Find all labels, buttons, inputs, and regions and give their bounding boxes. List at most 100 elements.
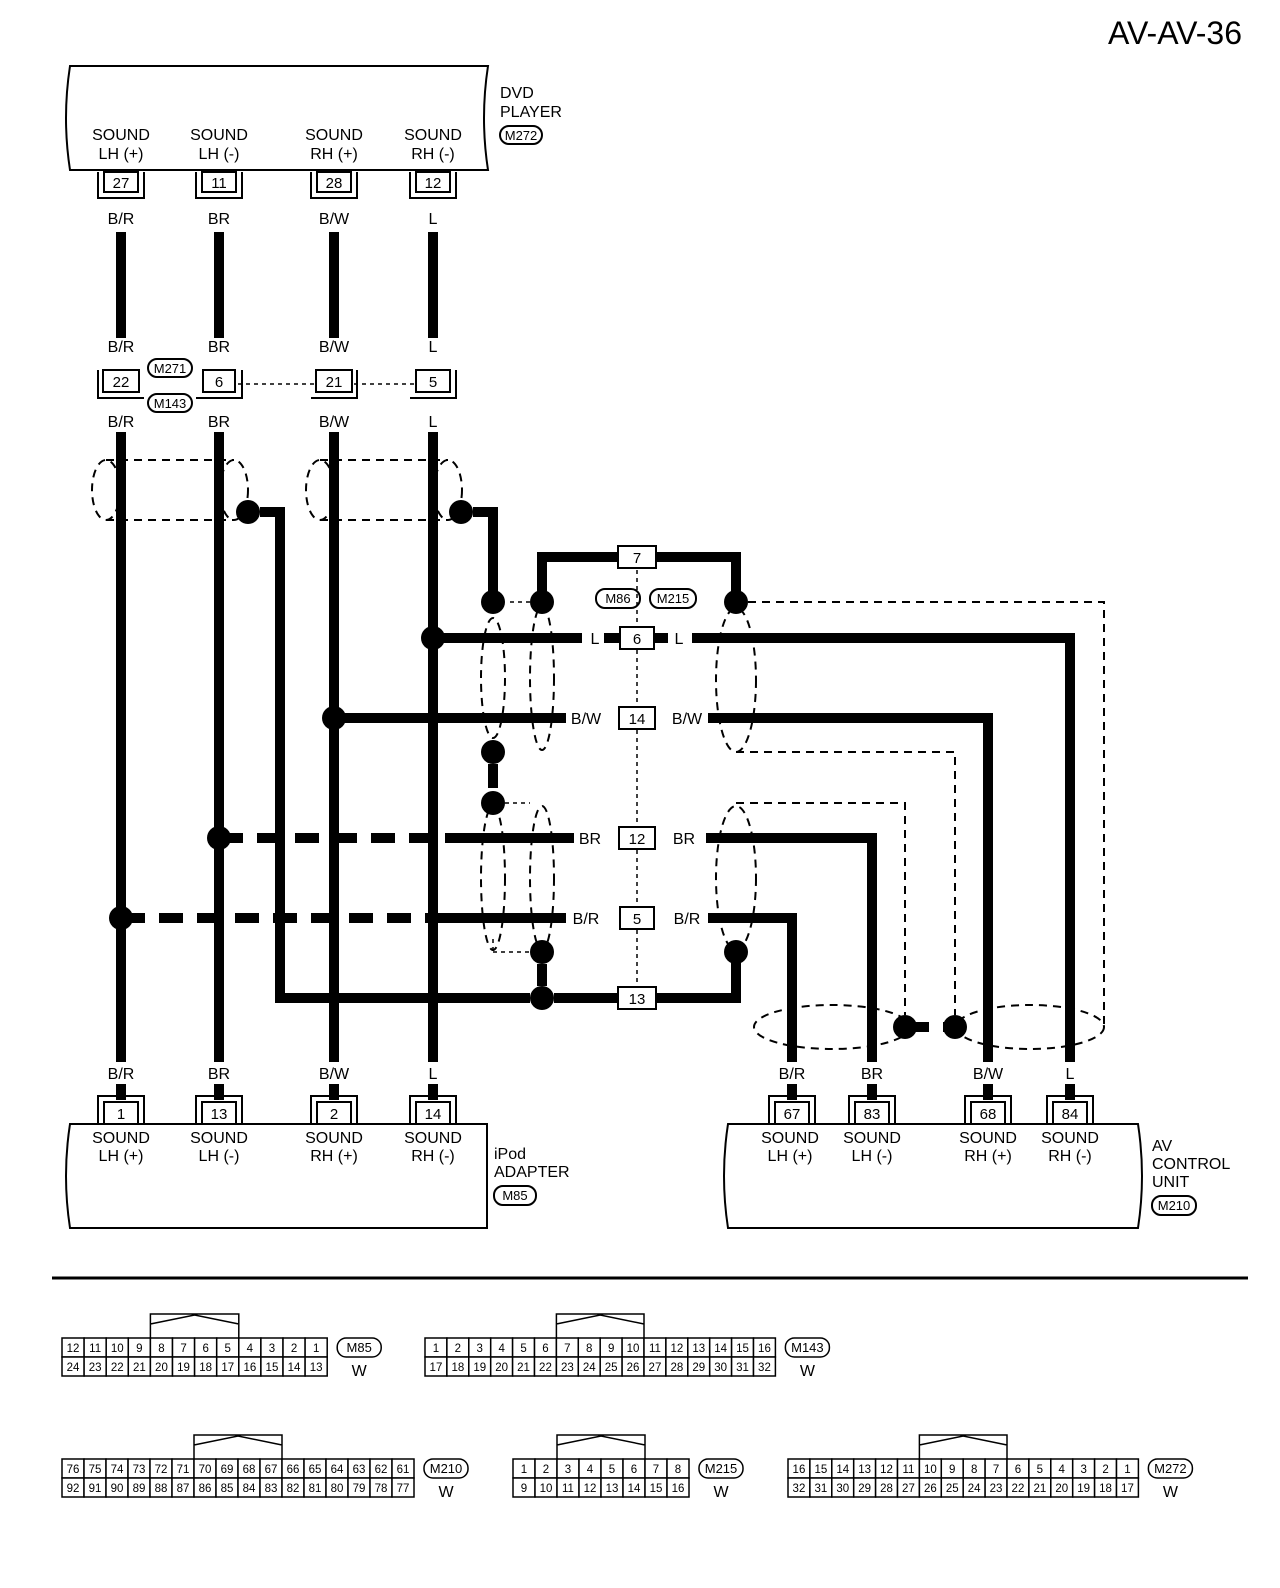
connector-pin-number: 5 (1037, 1464, 1043, 1476)
wire-label: B/W (319, 211, 350, 228)
connector-pin-number: 19 (177, 1362, 190, 1374)
dvd-pin-28: 28 (326, 175, 343, 192)
connector-cavity (304, 1356, 328, 1377)
inline-connector-id-2: M143 (154, 396, 187, 411)
ipod-term-line1: SOUND (404, 1130, 462, 1147)
dvd-term-3-line1: SOUND (305, 127, 363, 144)
connector-pin-number: 16 (243, 1362, 256, 1374)
connector-pin-number: 15 (736, 1343, 749, 1355)
drain-wires (260, 507, 530, 1003)
connector-pin-number: 5 (520, 1343, 526, 1355)
junction-right-color: L (675, 631, 684, 648)
connector-pin-number: 63 (353, 1464, 366, 1476)
connector-pin-number: 9 (136, 1343, 142, 1355)
connector-pin-number: 29 (858, 1483, 871, 1495)
connector-pin-number: 13 (692, 1343, 705, 1355)
connector-face-id: M143 (791, 1340, 824, 1355)
junction-pin: 5 (633, 911, 641, 928)
connector-id-oval (336, 1337, 382, 1358)
connector-pin-number: 69 (221, 1464, 234, 1476)
connector-id-oval (784, 1337, 831, 1358)
connector-pin-number: 6 (631, 1464, 637, 1476)
ipod-term-line2: RH (+) (310, 1148, 358, 1165)
connector-pin-number: 64 (331, 1464, 344, 1476)
connector-pin-number: 77 (397, 1483, 410, 1495)
wire-color-labels-top: B/R BR B/W L B/R BR B/W L B/R BR B/W L (108, 211, 438, 431)
connector-pin-number: 11 (902, 1464, 914, 1476)
ipod-wire-label: BR (208, 1066, 230, 1083)
connector-pin-number: 11 (89, 1343, 101, 1355)
connector-pin-number: 5 (609, 1464, 615, 1476)
junction-m86-m215: 7 M86 M215 L 6 L B/W 14 B/W BR 12 B (109, 545, 1075, 1062)
connector-pin-number: 2 (543, 1464, 549, 1476)
av-wire-label: B/W (973, 1066, 1004, 1083)
av-connector-id: M210 (1158, 1198, 1191, 1213)
connector-pin-number: 3 (565, 1464, 571, 1476)
av-term-line1: SOUND (761, 1130, 819, 1147)
dvd-player-name-2: PLAYER (500, 104, 562, 121)
wire-label: L (429, 339, 438, 356)
wire-label: B/R (108, 339, 135, 356)
connector-cavity (391, 1477, 415, 1498)
connector-face-color: W (800, 1363, 816, 1380)
connector-pin-number: 13 (606, 1483, 619, 1495)
av-pin: 83 (864, 1106, 881, 1123)
ipod-adapter: B/R BR B/W L 1 13 2 14 SOUND LH (+) SOUN… (65, 1066, 570, 1229)
ipod-name-2: ADAPTER (494, 1164, 570, 1181)
connector-pin-number: 7 (564, 1343, 570, 1355)
junction-left-color: B/W (571, 711, 602, 728)
ipod-wire-label: B/W (319, 1066, 350, 1083)
connector-pin-number: 16 (672, 1483, 685, 1495)
connector-pin-number: 84 (243, 1483, 256, 1495)
connector-pin-number: 30 (714, 1362, 727, 1374)
connector-pin-number: 23 (89, 1362, 102, 1374)
connector-pin-number: 22 (111, 1362, 124, 1374)
connector-pin-number: 68 (243, 1464, 256, 1476)
connector-pin-number: 86 (199, 1483, 212, 1495)
av-wire-label: B/R (779, 1066, 806, 1083)
dvd-player-name-1: DVD (500, 85, 534, 102)
connector-pin-number: 19 (1077, 1483, 1090, 1495)
av-control-unit: B/R BR B/W L 67 83 68 84 SOUND LH (+) SO… (723, 1066, 1230, 1229)
connector-face-color: W (713, 1484, 729, 1501)
shield-upper (91, 459, 473, 524)
connector-pin-number: 1 (521, 1464, 527, 1476)
dvd-term-2-line1: SOUND (190, 127, 248, 144)
connector-pin-number: 8 (971, 1464, 977, 1476)
connector-pin-number: 72 (155, 1464, 168, 1476)
connector-pin-number: 2 (1102, 1464, 1108, 1476)
connector-pin-number: 9 (949, 1464, 955, 1476)
dvd-term-1-line1: SOUND (92, 127, 150, 144)
page-code: AV-AV-36 (1108, 15, 1242, 51)
av-name-1: AV (1152, 1138, 1172, 1155)
connector-pin-number: 19 (473, 1362, 486, 1374)
connector-pin-number: 4 (498, 1343, 505, 1355)
connector-face-id: M272 (1154, 1461, 1187, 1476)
connector-pin-number: 4 (587, 1464, 594, 1476)
junction-right-color: BR (673, 831, 695, 848)
connector-pin-number: 1 (433, 1343, 439, 1355)
connector-pin-number: 15 (650, 1483, 663, 1495)
inline-pin: 21 (326, 374, 343, 391)
connector-face-color: W (352, 1363, 368, 1380)
ipod-term-line1: SOUND (190, 1130, 248, 1147)
connector-pin-number: 31 (736, 1362, 749, 1374)
inline-connector-m271-m143: 22 6 21 5 M271 M143 (97, 358, 457, 413)
connector-pin-number: 4 (1059, 1464, 1066, 1476)
connector-pin-number: 14 (288, 1362, 301, 1374)
ipod-wire-label: B/R (108, 1066, 135, 1083)
connector-pin-number: 3 (269, 1343, 275, 1355)
junction-id-1: M86 (605, 591, 630, 606)
connector-pin-number: 79 (353, 1483, 366, 1495)
ipod-term-line1: SOUND (92, 1130, 150, 1147)
wire-label: L (429, 211, 438, 228)
inline-connector-id-1: M271 (154, 361, 187, 376)
ipod-term-line2: LH (+) (99, 1148, 144, 1165)
connector-pin-number: 1 (313, 1343, 319, 1355)
av-pin: 84 (1062, 1106, 1079, 1123)
connector-pin-number: 12 (67, 1343, 80, 1355)
connector-pin-number: 18 (199, 1362, 212, 1374)
av-pin: 68 (980, 1106, 997, 1123)
connector-face-id: M210 (430, 1461, 463, 1476)
